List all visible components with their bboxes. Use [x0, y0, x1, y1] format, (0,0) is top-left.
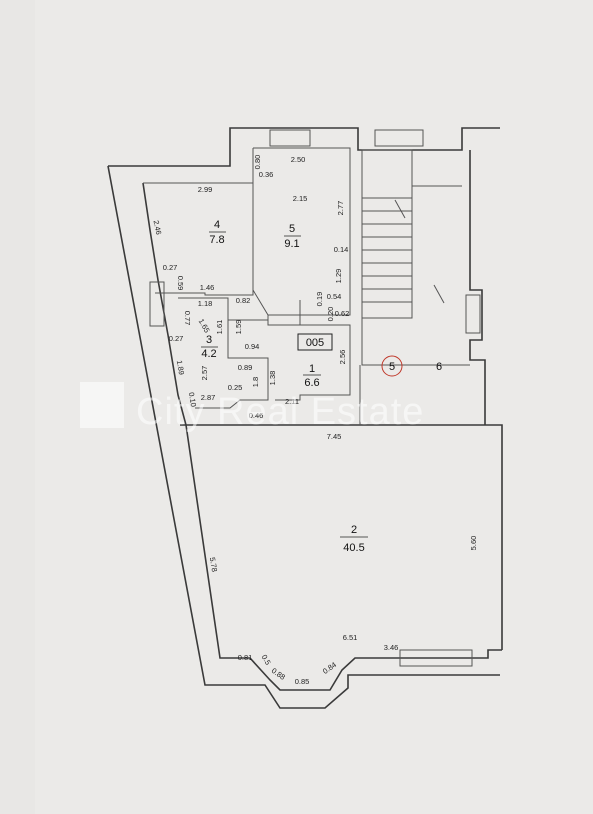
dim-0-25: 0.25 — [228, 383, 243, 392]
outer-wall-left-slant — [107, 165, 500, 709]
room-4-area: 7.8 — [209, 234, 224, 246]
dim-0-27a: 0.27 — [163, 263, 178, 272]
window-4 — [465, 294, 481, 334]
window-1 — [269, 129, 311, 147]
dim-5-78: 5.78 — [208, 557, 219, 573]
dim-1-8: 1.8 — [251, 377, 260, 387]
room-6-number: 6 — [436, 361, 442, 373]
room-3-walls — [178, 297, 269, 409]
dim-0-36: 0.36 — [259, 170, 274, 179]
watermark-logo — [80, 382, 124, 428]
dim-0-59: 0.59 — [176, 276, 185, 291]
dim-0-46: 0.46 — [249, 411, 264, 420]
dim-1-89: 1.89 — [175, 360, 186, 376]
dim-0-82: 0.82 — [236, 296, 251, 305]
dim-2-15: 2.15 — [293, 194, 308, 203]
bay-window — [249, 649, 502, 691]
room-4-walls — [143, 182, 254, 296]
watermark-text: City Real Estate — [136, 391, 424, 433]
dim-1-59: 1.59 — [234, 320, 243, 335]
unit-label: 005 — [306, 337, 324, 349]
room-1-walls — [267, 315, 351, 401]
dim-0-14: 0.14 — [334, 245, 349, 254]
dim-7-45: 7.45 — [327, 432, 342, 441]
dim-5-60: 5.60 — [469, 536, 478, 551]
outer-wall-inner-slant — [142, 182, 250, 659]
dim-0-54: 0.54 — [327, 292, 342, 301]
dim-0-62: 0.62 — [335, 309, 350, 318]
stair-arrow-2 — [433, 284, 445, 304]
dim-0-81: 0.81 — [238, 653, 253, 662]
dim-0-19: 0.19 — [315, 292, 324, 307]
outer-wall-left — [108, 127, 500, 167]
dim-2-87: 2.87 — [201, 393, 216, 402]
dim-1-61: 1.61 — [215, 320, 224, 335]
dim-1-46: 1.46 — [200, 283, 215, 292]
dim-1-38: 1.38 — [268, 371, 277, 386]
room-5-walls — [252, 147, 351, 316]
dim-3-46: 3.46 — [384, 643, 399, 652]
paper-sheet — [35, 0, 593, 814]
stair-arrow-1 — [394, 199, 406, 219]
dim-2-46: 2.46 — [152, 219, 164, 235]
outer-wall-right-upper — [469, 150, 486, 425]
window-5 — [399, 649, 473, 667]
dim-6-51: 6.51 — [343, 633, 358, 642]
room-1-number: 1 — [309, 363, 315, 375]
window-2 — [374, 129, 424, 147]
room-1-area: 6.6 — [304, 377, 319, 389]
room-2-number: 2 — [351, 524, 357, 536]
room-3-number: 3 — [206, 334, 212, 346]
room-6-walls — [361, 318, 470, 366]
room-5-area: 9.1 — [284, 238, 299, 250]
dim-0-89: 0.89 — [238, 363, 253, 372]
stair-marker: 5 — [389, 361, 395, 373]
unit-label-box — [297, 333, 333, 351]
dim-0-80: 0.80 — [253, 155, 262, 170]
dim-2-57: 2.57 — [200, 366, 209, 381]
room-3-area: 4.2 — [201, 348, 216, 360]
dim-0-20: 0.20 — [326, 307, 335, 322]
dim-2-56: 2.56 — [338, 350, 347, 365]
dim-2-11: 2.11 — [285, 397, 299, 406]
dim-0-77: 0.77 — [183, 311, 192, 326]
dim-0-85: 0.85 — [295, 677, 310, 686]
dim-2-99: 2.99 — [198, 185, 213, 194]
stair-marker-circle — [381, 355, 403, 377]
dim-2-50: 2.50 — [291, 155, 306, 164]
room-2-area: 40.5 — [343, 542, 364, 554]
dim-0-27b: 0.27 — [169, 334, 184, 343]
dim-1-29: 1.29 — [334, 269, 343, 284]
dim-0-94: 0.94 — [245, 342, 260, 351]
room-4-number: 4 — [214, 219, 220, 231]
dim-0-10: 0.10 — [187, 392, 198, 408]
outer-wall-right-lower — [485, 424, 503, 650]
dim-2-77: 2.77 — [336, 201, 345, 216]
dim-1-18: 1.18 — [198, 299, 213, 308]
window-3 — [149, 281, 165, 327]
room-5-number: 5 — [289, 223, 295, 235]
